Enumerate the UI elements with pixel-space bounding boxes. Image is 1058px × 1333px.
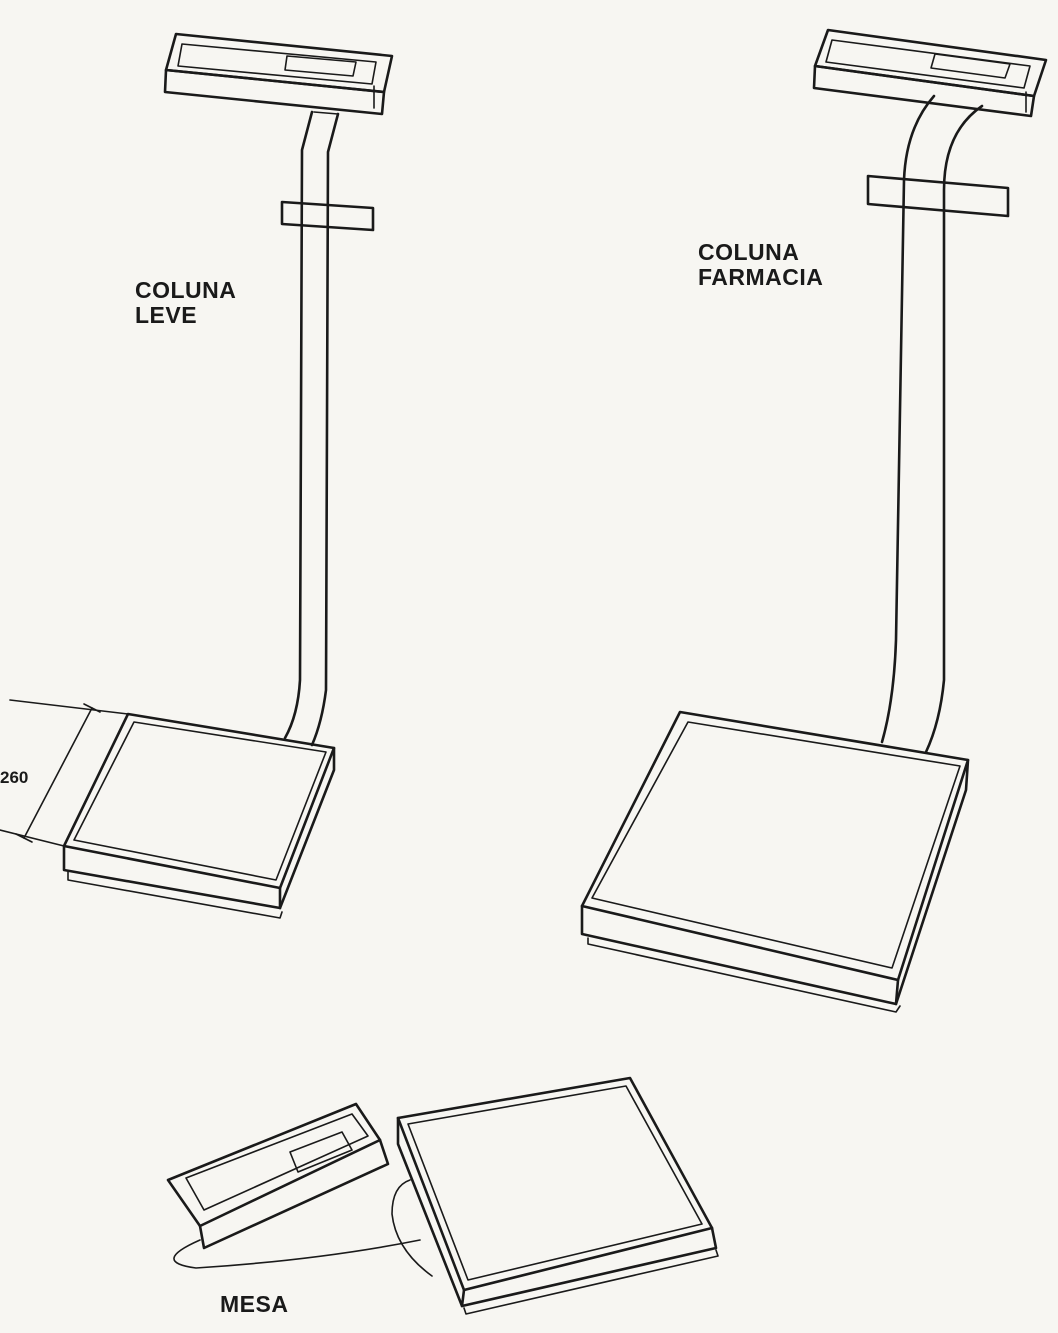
coluna-farmacia-platform [580,710,970,1013]
label-coluna-farmacia: COLUNA FARMACIA [698,240,823,290]
label-coluna-leve-line-1: COLUNA [135,277,237,303]
coluna-farmacia-column [880,94,984,754]
coluna-leve-platform [62,712,336,919]
mesa-cable [173,1179,433,1277]
coluna-farmacia-display-head [812,28,1048,118]
coluna-farmacia-scale [580,28,1048,1013]
coluna-leve-scale [0,32,394,919]
label-coluna-farmacia-line-2: FARMACIA [698,264,824,290]
coluna-leve-dimension-line [0,699,129,847]
mesa-scale [166,1076,719,1315]
label-coluna-leve: COLUNA LEVE [135,278,236,328]
coluna-farmacia-clamp [866,174,1010,218]
label-mesa: MESA [220,1292,288,1317]
coluna-leve-clamp [280,200,375,232]
coluna-leve-column [283,110,340,747]
label-coluna-farmacia-line-1: COLUNA [698,239,800,265]
coluna-leve-display-head [163,32,394,116]
mesa-display-unit [166,1102,390,1250]
dimension-label: 260 [0,768,29,787]
label-coluna-leve-line-2: LEVE [135,302,198,328]
mesa-platform [396,1076,719,1315]
label-mesa-text: MESA [220,1291,289,1317]
